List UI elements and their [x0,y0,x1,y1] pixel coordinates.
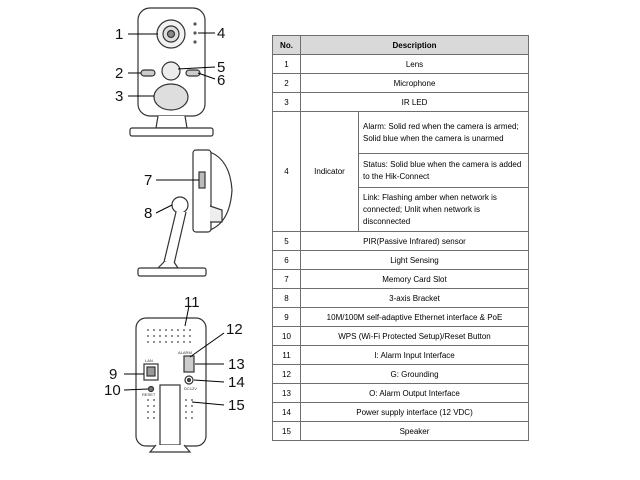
row-description: PIR(Passive Infrared) sensor [300,231,529,251]
callout-13: 13 [228,356,245,373]
front-view [129,7,214,137]
header-no: No. [272,35,301,55]
camera-diagram: LAN RESET ALARM DC12V [0,0,272,480]
row-description: G: Grounding [300,364,529,384]
row-number: 2 [272,73,301,93]
row-number: 7 [272,269,301,289]
callout-4: 4 [217,25,226,42]
row-description: Power supply interface (12 VDC) [300,402,529,422]
table-row: 13 O: Alarm Output Interface [272,383,529,403]
callout-3: 3 [115,88,124,105]
row-number: 12 [272,364,301,384]
row-number: 4 [272,111,301,232]
row-description: I: Alarm Input Interface [300,345,529,365]
table-row: 1 Lens [272,54,529,74]
indicator-detail: Link: Flashing amber when network is con… [358,187,529,232]
callout-11: 11 [184,294,200,311]
table-row: 4 Indicator Alarm: Solid red when the ca… [272,111,529,232]
table-row: 15 Speaker [272,421,529,441]
row-description: 10M/100M self-adaptive Ethernet interfac… [300,307,529,327]
table-row: 2 Microphone [272,73,529,93]
table-row: 14 Power supply interface (12 VDC) [272,402,529,422]
side-view [137,149,233,277]
table-row: 5 PIR(Passive Infrared) sensor [272,231,529,251]
table-row: 7 Memory Card Slot [272,269,529,289]
callout-5: 5 [217,59,226,76]
callout-1: 1 [115,26,124,43]
row-number: 9 [272,307,301,327]
row-number: 10 [272,326,301,346]
callout-14: 14 [228,374,245,391]
table-row: 10 WPS (Wi-Fi Protected Setup)/Reset But… [272,326,529,346]
row-description: Light Sensing [300,250,529,270]
row-number: 3 [272,92,301,112]
row-description: 3-axis Bracket [300,288,529,308]
callout-15: 15 [228,397,245,414]
row-number: 14 [272,402,301,422]
table-header-row: No. Description [272,35,529,55]
row-number: 11 [272,345,301,365]
row-description: IR LED [300,92,529,112]
row-description: Speaker [300,421,529,441]
callout-9: 9 [109,366,118,383]
row-number: 5 [272,231,301,251]
lan-label: LAN [145,358,153,363]
row-number: 8 [272,288,301,308]
callout-10: 10 [104,382,121,399]
callout-8: 8 [144,205,153,222]
back-view: LAN RESET ALARM DC12V [135,317,207,453]
callout-2: 2 [115,65,124,82]
row-number: 15 [272,421,301,441]
row-number: 13 [272,383,301,403]
callout-6: 6 [217,72,226,89]
row-description: O: Alarm Output Interface [300,383,529,403]
row-description: Indicator [300,111,359,232]
row-description: Memory Card Slot [300,269,529,289]
component-table: No. Description 1 Lens 2 Microphone 3 IR… [272,35,529,441]
indicator-detail: Status: Solid blue when the camera is ad… [358,153,529,188]
dc-label: DC12V [184,386,197,391]
table-row: 6 Light Sensing [272,250,529,270]
callout-12: 12 [226,321,243,338]
row-number: 6 [272,250,301,270]
callout-7: 7 [144,172,153,189]
table-row: 8 3-axis Bracket [272,288,529,308]
indicator-detail: Alarm: Solid red when the camera is arme… [358,111,529,154]
alarm-label: ALARM [178,350,192,355]
table-row: 11 I: Alarm Input Interface [272,345,529,365]
table-row: 9 10M/100M self-adaptive Ethernet interf… [272,307,529,327]
row-number: 1 [272,54,301,74]
camera-drawing: LAN RESET ALARM DC12V [123,7,233,453]
table-row: 3 IR LED [272,92,529,112]
reset-label: RESET [142,392,156,397]
table-row: 12 G: Grounding [272,364,529,384]
row-description: WPS (Wi-Fi Protected Setup)/Reset Button [300,326,529,346]
header-description: Description [300,35,529,55]
row-description: Microphone [300,73,529,93]
table-row: Status: Solid blue when the camera is ad… [273,153,529,188]
row-description: Lens [300,54,529,74]
